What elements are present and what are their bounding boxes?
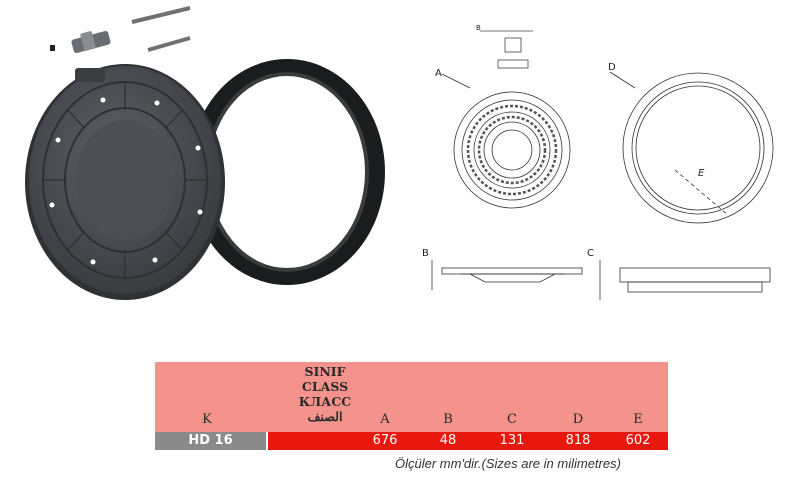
row-label: HD 16 — [188, 433, 233, 448]
hinge-bolt-bottom — [147, 36, 191, 52]
value-e: 602 — [625, 433, 651, 448]
label-a: A — [435, 68, 442, 79]
drawing-hinge-detail — [480, 30, 533, 69]
header-k: K — [202, 412, 212, 427]
table-row-label-background — [155, 432, 266, 450]
header-c: C — [507, 412, 517, 427]
header-e: E — [633, 412, 643, 427]
manhole-cover-photo — [0, 0, 400, 330]
technical-drawings: A D E B C B — [410, 10, 800, 310]
value-c: 131 — [499, 433, 525, 448]
drawing-frame-top-view — [609, 71, 774, 224]
drawing-cover-side-view — [431, 260, 583, 290]
class-line-ar: الصنف — [307, 409, 343, 424]
value-d: 818 — [565, 433, 591, 448]
value-a: 676 — [372, 433, 398, 448]
label-e: E — [698, 168, 705, 179]
header-b: B — [443, 412, 453, 427]
footnote: Ölçüler mm'dir.(Sizes are in milimetres) — [395, 456, 621, 471]
class-line-tr: SINIF — [304, 364, 346, 379]
lid-hinge-lug — [75, 68, 105, 82]
header-class: SINIF CLASS КЛАСС الصنف — [268, 364, 382, 424]
class-line-ru: КЛАСС — [298, 394, 352, 409]
label-b-top: B — [476, 24, 481, 32]
table-row-values-background — [268, 432, 668, 450]
frame-ring — [189, 59, 385, 285]
table-header-background — [155, 362, 668, 432]
label-d: D — [608, 62, 616, 73]
hinge-bolt-top — [131, 6, 191, 24]
header-a: A — [380, 412, 390, 427]
header-d: D — [572, 412, 584, 427]
specification-table: K SINIF CLASS КЛАСС الصنف A B C D E HD 1… — [155, 362, 668, 450]
value-b: 48 — [439, 433, 457, 448]
drawing-cover-top-view — [441, 73, 571, 209]
label-b: B — [422, 248, 429, 259]
hinge-part — [71, 30, 111, 54]
drawing-frame-side-view — [599, 260, 771, 300]
cover-lid — [25, 64, 225, 300]
hinge-pin-small — [50, 45, 55, 51]
label-c: C — [587, 248, 594, 259]
class-line-en: CLASS — [301, 379, 349, 394]
